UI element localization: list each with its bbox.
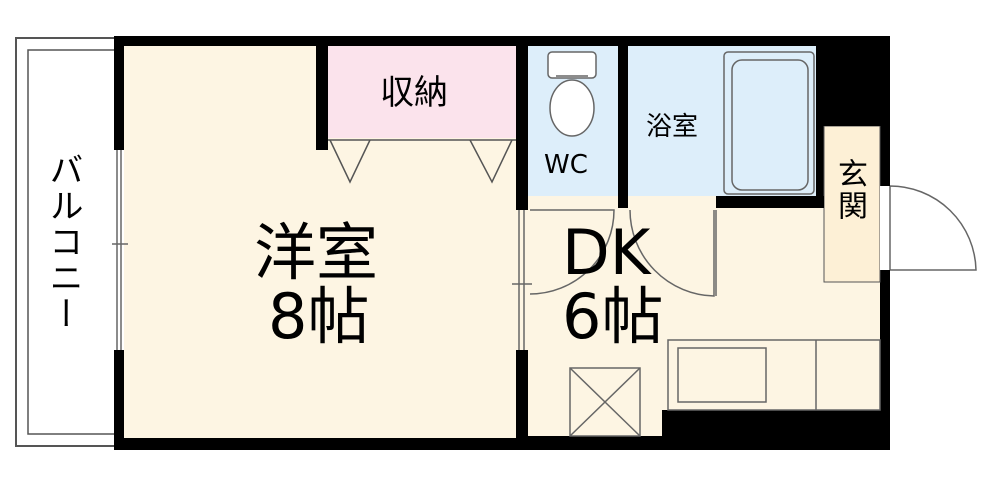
entrance-label: 玄関 [832, 158, 867, 222]
wall-bath-right [816, 46, 890, 126]
bathtub-fixture [723, 51, 815, 195]
balcony-railing [27, 49, 117, 435]
door-gap-western [516, 210, 528, 350]
toilet-fixture [547, 51, 597, 137]
bath-floor [628, 46, 816, 196]
door-gap-balcony [114, 150, 124, 350]
storage-floor [328, 46, 516, 138]
dk-size: 6帖 [562, 280, 664, 353]
wc-label: WC [544, 150, 588, 180]
western-room-label: 洋室 [254, 216, 379, 289]
dk-label: DK [562, 216, 651, 289]
wall-kitchen-bottom [662, 410, 890, 450]
door-gap-bath [628, 196, 716, 210]
entrance-door-swing [889, 185, 977, 271]
storage-door-left [329, 139, 371, 184]
storage-label: 収納 [380, 73, 448, 113]
dk-floor [526, 208, 880, 436]
wall-storage-left [316, 46, 328, 150]
bath-door-swing [629, 209, 715, 297]
balcony-label: バルコニー [43, 152, 83, 332]
wall-wc-bath [618, 46, 628, 208]
wc-door-swing [529, 209, 615, 295]
western-room-size: 8帖 [268, 280, 370, 353]
bath-label: 浴室 [646, 112, 699, 142]
wall-bath-bottom [716, 196, 824, 208]
door-gap-entrance [880, 186, 890, 270]
door-gap-wc [528, 196, 618, 210]
storage-door-right [469, 139, 513, 184]
kitchen-counter [667, 339, 881, 411]
floor-storage-box [569, 367, 641, 437]
